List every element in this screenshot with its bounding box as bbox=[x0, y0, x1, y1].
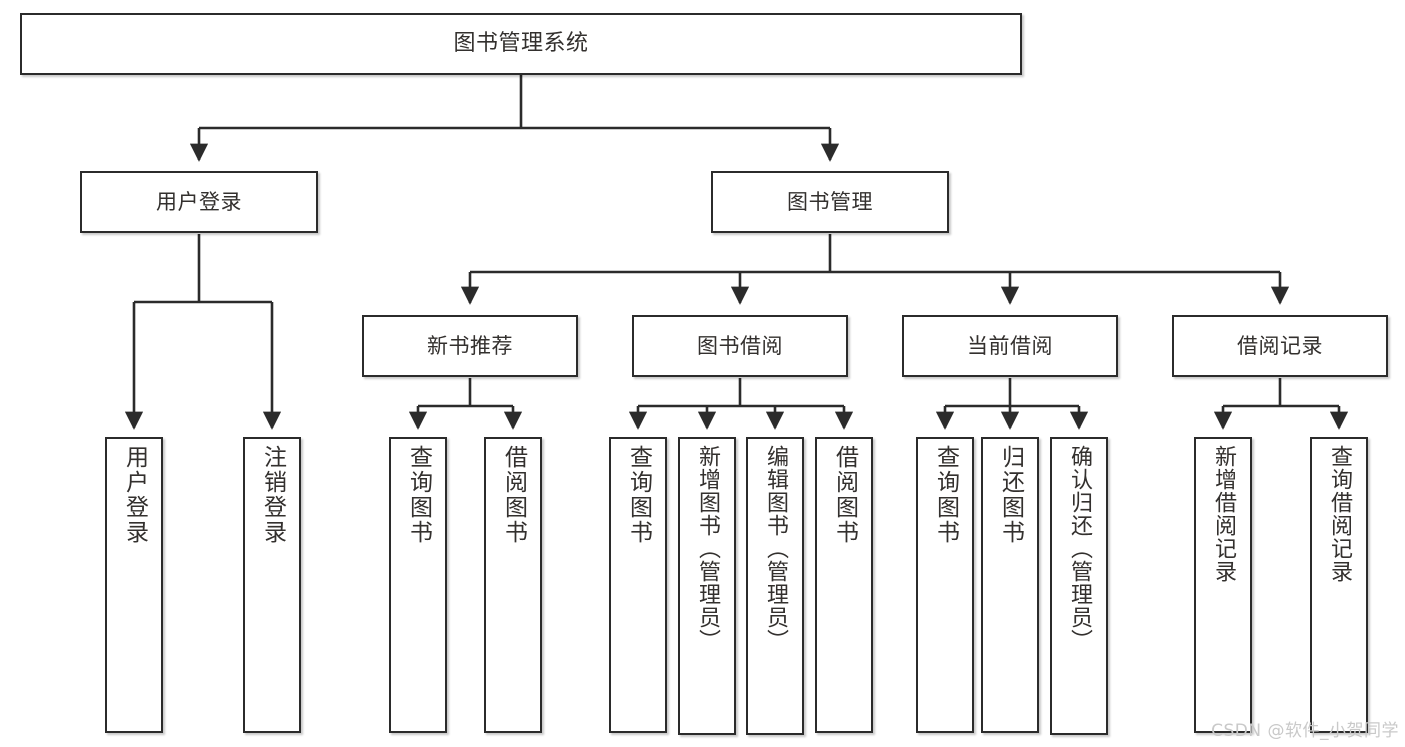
leaf-confirm-return-admin[interactable]: 确认归还（管理员） bbox=[1050, 437, 1108, 735]
node-label: 确认归还（管理员） bbox=[1067, 445, 1092, 652]
node-label: 当前借阅 bbox=[967, 333, 1053, 358]
node-label: 借阅记录 bbox=[1237, 333, 1323, 358]
node-user-login[interactable]: 用户登录 bbox=[80, 171, 318, 233]
node-label: 图书借阅 bbox=[697, 333, 783, 358]
leaf-logout[interactable]: 注销登录 bbox=[243, 437, 301, 733]
node-current-borrow[interactable]: 当前借阅 bbox=[902, 315, 1118, 377]
node-label: 用户登录 bbox=[121, 445, 148, 545]
leaf-return-book[interactable]: 归还图书 bbox=[981, 437, 1039, 733]
leaf-user-login[interactable]: 用户登录 bbox=[105, 437, 163, 733]
node-label: 借阅图书 bbox=[831, 445, 858, 545]
node-label: 新书推荐 bbox=[427, 333, 513, 358]
node-label: 查询借阅记录 bbox=[1327, 445, 1352, 583]
node-label: 查询图书 bbox=[932, 445, 959, 545]
leaf-borrow-book-borrow[interactable]: 借阅图书 bbox=[815, 437, 873, 733]
node-book-borrow[interactable]: 图书借阅 bbox=[632, 315, 848, 377]
node-label: 图书管理 bbox=[787, 189, 873, 214]
node-label: 用户登录 bbox=[156, 189, 242, 214]
leaf-query-book-borrow[interactable]: 查询图书 bbox=[609, 437, 667, 733]
node-label: 新增图书（管理员） bbox=[695, 445, 720, 652]
leaf-borrow-book-recommend[interactable]: 借阅图书 bbox=[484, 437, 542, 733]
node-label: 查询图书 bbox=[405, 445, 432, 545]
node-new-book-recommend[interactable]: 新书推荐 bbox=[362, 315, 578, 377]
node-root-system[interactable]: 图书管理系统 bbox=[20, 13, 1022, 75]
node-book-management[interactable]: 图书管理 bbox=[711, 171, 949, 233]
leaf-add-book-admin[interactable]: 新增图书（管理员） bbox=[678, 437, 736, 735]
leaf-edit-book-admin[interactable]: 编辑图书（管理员） bbox=[746, 437, 804, 735]
node-label: 借阅图书 bbox=[500, 445, 527, 545]
leaf-query-book-recommend[interactable]: 查询图书 bbox=[389, 437, 447, 733]
node-label: 图书管理系统 bbox=[453, 31, 589, 57]
node-label: 新增借阅记录 bbox=[1211, 445, 1236, 583]
node-label: 注销登录 bbox=[259, 445, 286, 545]
node-label: 归还图书 bbox=[997, 445, 1024, 545]
leaf-query-borrow-record[interactable]: 查询借阅记录 bbox=[1310, 437, 1368, 733]
watermark-text: CSDN @软件_小贺同学 bbox=[1211, 721, 1399, 741]
node-borrow-record[interactable]: 借阅记录 bbox=[1172, 315, 1388, 377]
node-label: 编辑图书（管理员） bbox=[763, 445, 788, 652]
leaf-add-borrow-record[interactable]: 新增借阅记录 bbox=[1194, 437, 1252, 733]
leaf-query-book-current[interactable]: 查询图书 bbox=[916, 437, 974, 733]
node-label: 查询图书 bbox=[625, 445, 652, 545]
